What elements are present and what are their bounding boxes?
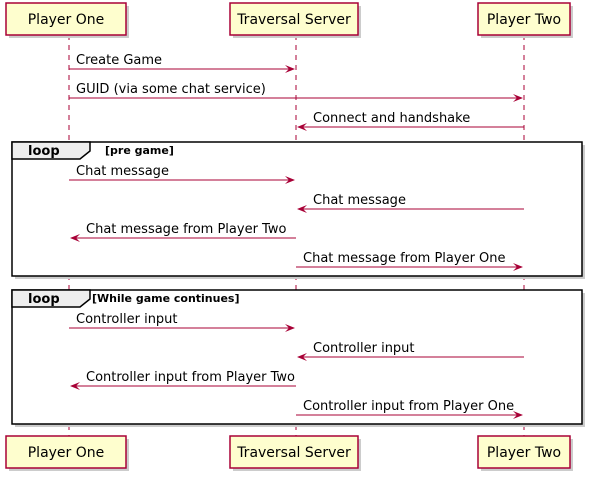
loop-tab bbox=[11, 289, 91, 308]
message-6: Chat message from Player One bbox=[296, 251, 523, 271]
participant-label: Traversal Server bbox=[236, 12, 351, 28]
participant-box bbox=[5, 2, 127, 36]
message-label: Chat message bbox=[313, 193, 406, 208]
message-7: Controller input bbox=[69, 312, 295, 332]
message-label: Controller input from Player Two bbox=[86, 370, 295, 385]
message-1: GUID (via some chat service) bbox=[69, 82, 523, 102]
loop-keyword: loop bbox=[28, 292, 60, 307]
loop-guard: [pre game] bbox=[105, 144, 174, 157]
message-0: Create Game bbox=[69, 53, 295, 73]
message-3: Chat message bbox=[69, 164, 295, 184]
loop-frame-1: loop [While game continues] bbox=[11, 289, 585, 427]
participant-label: Traversal Server bbox=[236, 445, 351, 461]
message-8: Controller input bbox=[297, 341, 524, 361]
message-label: Controller input bbox=[76, 312, 178, 327]
participant-box bbox=[477, 2, 571, 36]
message-label: Controller input from Player One bbox=[303, 399, 514, 414]
loop-frames: loop [pre game] loop [While game continues] bbox=[11, 141, 585, 427]
arrowhead bbox=[70, 234, 80, 242]
message-label: Chat message from Player One bbox=[303, 251, 506, 266]
arrowhead bbox=[297, 123, 307, 131]
message-5: Chat message from Player Two bbox=[70, 222, 296, 242]
participant-box bbox=[229, 435, 359, 469]
participant-label: Player Two bbox=[487, 12, 561, 28]
arrowhead bbox=[513, 94, 523, 102]
message-2: Connect and handshake bbox=[297, 111, 524, 131]
arrowhead bbox=[297, 353, 307, 361]
arrowhead bbox=[513, 263, 523, 271]
message-10: Controller input from Player One bbox=[296, 399, 523, 419]
message-label: Controller input bbox=[313, 341, 415, 356]
participant-box bbox=[5, 435, 127, 469]
message-label: Create Game bbox=[76, 53, 162, 68]
message-label: Connect and handshake bbox=[313, 111, 470, 126]
arrowhead bbox=[285, 324, 295, 332]
participant-label: Player One bbox=[28, 12, 105, 28]
message-9: Controller input from Player Two bbox=[70, 370, 296, 390]
arrowhead bbox=[513, 411, 523, 419]
loop-guard: [While game continues] bbox=[92, 292, 240, 305]
loop-border bbox=[11, 289, 583, 425]
participant-top-srv: Traversal Server bbox=[229, 2, 361, 38]
participant-label: Player One bbox=[28, 445, 105, 461]
participant-top-p1: Player One bbox=[5, 2, 129, 38]
participant-label: Player Two bbox=[487, 445, 561, 461]
loop-border bbox=[11, 141, 583, 277]
loop-tab bbox=[11, 141, 91, 160]
participant-box bbox=[229, 2, 359, 36]
loop-frame-0: loop [pre game] bbox=[11, 141, 585, 279]
arrowhead bbox=[285, 65, 295, 73]
participant-box bbox=[477, 435, 571, 469]
arrowhead bbox=[285, 176, 295, 184]
arrowhead bbox=[297, 205, 307, 213]
participant-top-p2: Player Two bbox=[477, 2, 573, 38]
participant-bottom-p1: Player One bbox=[5, 435, 129, 471]
participant-bottom-p2: Player Two bbox=[477, 435, 573, 471]
message-label: GUID (via some chat service) bbox=[76, 82, 266, 97]
arrowhead bbox=[70, 382, 80, 390]
message-label: Chat message bbox=[76, 164, 169, 179]
message-4: Chat message bbox=[297, 193, 524, 213]
loop-keyword: loop bbox=[28, 144, 60, 159]
message-label: Chat message from Player Two bbox=[86, 222, 286, 237]
participant-bottom-srv: Traversal Server bbox=[229, 435, 361, 471]
